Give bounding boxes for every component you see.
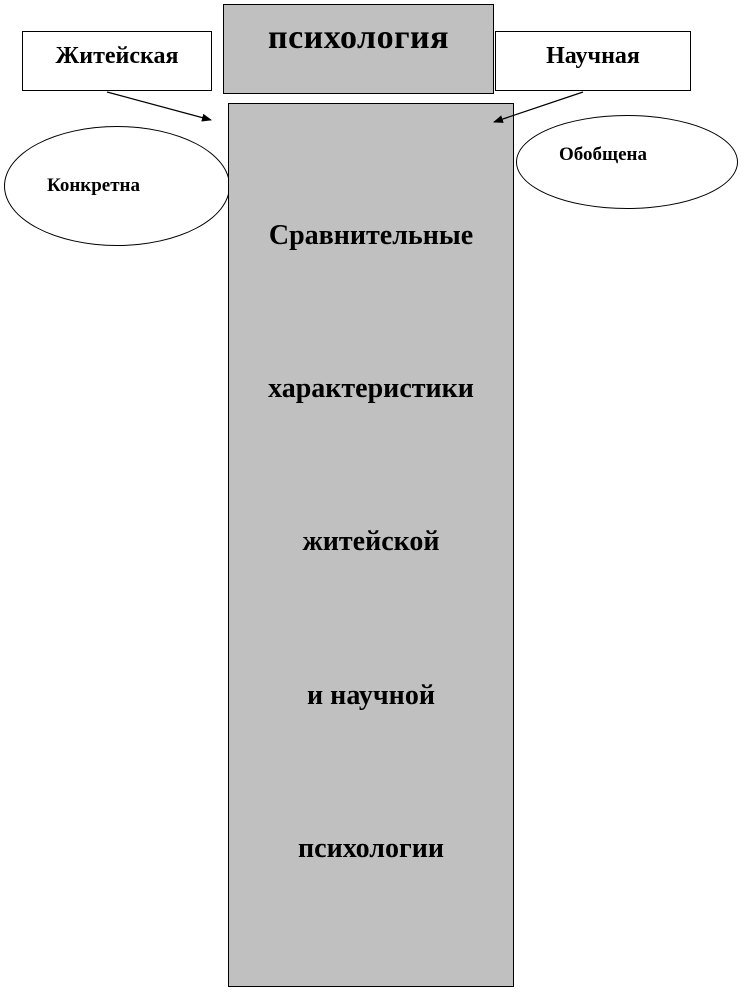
title-box: психология xyxy=(223,4,494,94)
everyday-psychology-label: Житейская xyxy=(55,43,179,69)
generalized-ellipse-label: Обобщена xyxy=(559,144,647,165)
comparison-line-4: и научной xyxy=(307,680,435,711)
comparison-line-2: характеристики xyxy=(268,373,474,404)
scientific-psychology-box: Научная xyxy=(495,31,691,91)
scientific-psychology-label: Научная xyxy=(546,43,640,69)
title-text: психология xyxy=(267,19,450,56)
comparison-line-3: житейской xyxy=(302,526,440,557)
everyday-psychology-box: Житейская xyxy=(22,31,212,91)
concrete-ellipse-label: Конкретна xyxy=(47,175,141,196)
left-arrow xyxy=(106,91,212,122)
generalized-ellipse: Обобщена xyxy=(516,115,738,209)
comparison-box: Сравнительные характеристики житейской и… xyxy=(228,103,514,987)
comparison-line-1: Сравнительные xyxy=(268,220,474,251)
comparison-line-5: психологии xyxy=(298,833,444,864)
concrete-ellipse: Конкретна xyxy=(4,126,230,246)
